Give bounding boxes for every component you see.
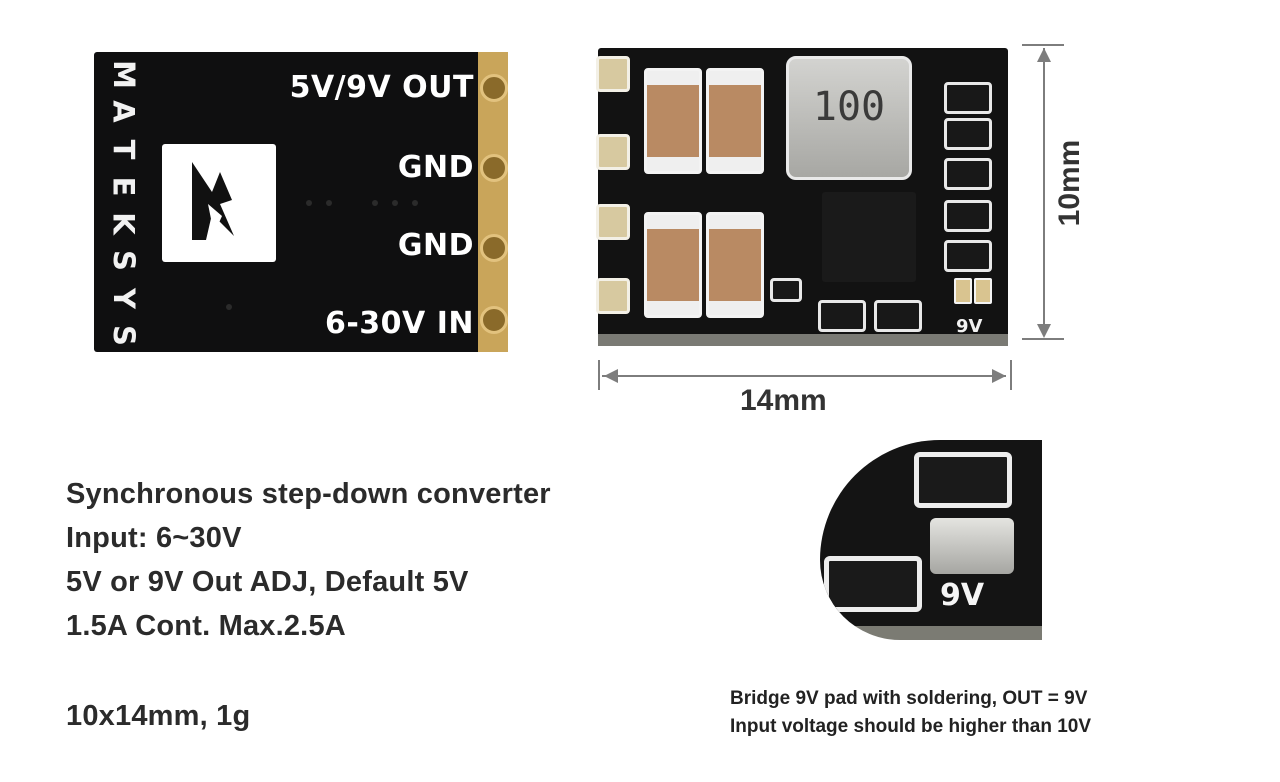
brand-letter: S bbox=[106, 250, 141, 272]
smd-component bbox=[770, 278, 802, 302]
pad-label-out: 5V/9V OUT bbox=[289, 70, 474, 105]
smd-component bbox=[818, 300, 866, 332]
solder-bridge-pad bbox=[930, 518, 1014, 574]
smd-component bbox=[944, 200, 992, 232]
via-dot bbox=[306, 200, 312, 206]
zoom-board-edge bbox=[820, 626, 1042, 640]
castellated-pad bbox=[596, 134, 630, 170]
solder-jumper-pad bbox=[974, 278, 992, 304]
castellated-pad bbox=[596, 278, 630, 314]
gold-pad-edge bbox=[478, 52, 508, 352]
note-bridge-pad: Bridge 9V pad with soldering, OUT = 9V bbox=[730, 688, 1088, 709]
spec-line-size-weight: 10x14mm, 1g bbox=[66, 700, 251, 732]
solder-jumper-pad bbox=[954, 278, 972, 304]
board-front-edge bbox=[598, 334, 1008, 346]
castellated-pad bbox=[596, 56, 630, 92]
castellated-pad bbox=[480, 306, 508, 334]
castellated-pad bbox=[480, 154, 508, 182]
zoom-inset-9v-pad: 9V bbox=[820, 440, 1042, 640]
capacitor bbox=[644, 212, 702, 318]
width-dimension-label: 14mm bbox=[740, 384, 827, 417]
pad-label-gnd: GND bbox=[397, 150, 474, 185]
brand-letter: E bbox=[106, 176, 141, 197]
castellated-pad bbox=[480, 234, 508, 262]
inductor-marking: 100 bbox=[812, 84, 886, 130]
height-dimension-line bbox=[1043, 48, 1045, 336]
regulator-chip bbox=[822, 192, 916, 282]
height-dimension-label: 10mm bbox=[1053, 139, 1086, 227]
lightning-logo-icon bbox=[192, 162, 234, 240]
dimension-tick bbox=[1022, 338, 1064, 340]
brand-letter: Y bbox=[106, 287, 141, 309]
capacitor bbox=[644, 68, 702, 174]
pad-label-gnd: GND bbox=[397, 228, 474, 263]
capacitor bbox=[706, 68, 764, 174]
brand-letter: A bbox=[106, 100, 141, 124]
smd-component bbox=[874, 300, 922, 332]
via-dot bbox=[412, 200, 418, 206]
spec-line-description: Synchronous step-down converter bbox=[66, 478, 551, 510]
brand-letter: T bbox=[106, 139, 141, 159]
brand-vertical-text: M A T E K S Y S bbox=[98, 60, 148, 350]
castellated-pad bbox=[480, 74, 508, 102]
castellated-pad bbox=[596, 204, 630, 240]
spec-line-input: Input: 6~30V bbox=[66, 522, 242, 554]
capacitor bbox=[706, 212, 764, 318]
dimension-tick bbox=[1010, 360, 1012, 390]
dimension-arrows-icon bbox=[604, 369, 1006, 383]
brand-letter: S bbox=[106, 325, 141, 346]
pad-label-in: 6-30V IN bbox=[324, 306, 474, 341]
via-dot bbox=[372, 200, 378, 206]
smd-component bbox=[944, 118, 992, 150]
smd-component bbox=[944, 240, 992, 272]
width-dimension-line bbox=[602, 375, 1006, 377]
brand-letter: K bbox=[106, 212, 141, 235]
via-dot bbox=[392, 200, 398, 206]
smd-component bbox=[944, 82, 992, 114]
dimension-tick bbox=[1022, 44, 1064, 46]
smd-component bbox=[824, 556, 922, 612]
silk-9v-label: 9V bbox=[956, 316, 983, 337]
smd-component bbox=[944, 158, 992, 190]
zoom-9v-label: 9V bbox=[940, 578, 985, 613]
inductor bbox=[786, 56, 912, 180]
dimension-arrows-icon bbox=[1037, 48, 1051, 338]
note-input-voltage: Input voltage should be higher than 10V bbox=[730, 716, 1092, 737]
smd-component bbox=[914, 452, 1012, 508]
spec-line-current: 1.5A Cont. Max.2.5A bbox=[66, 610, 346, 642]
spec-line-output: 5V or 9V Out ADJ, Default 5V bbox=[66, 566, 469, 598]
via-dot bbox=[326, 200, 332, 206]
brand-letter: M bbox=[106, 60, 141, 89]
dimension-tick bbox=[598, 360, 600, 390]
matek-logo bbox=[162, 144, 276, 262]
via-dot bbox=[226, 304, 232, 310]
